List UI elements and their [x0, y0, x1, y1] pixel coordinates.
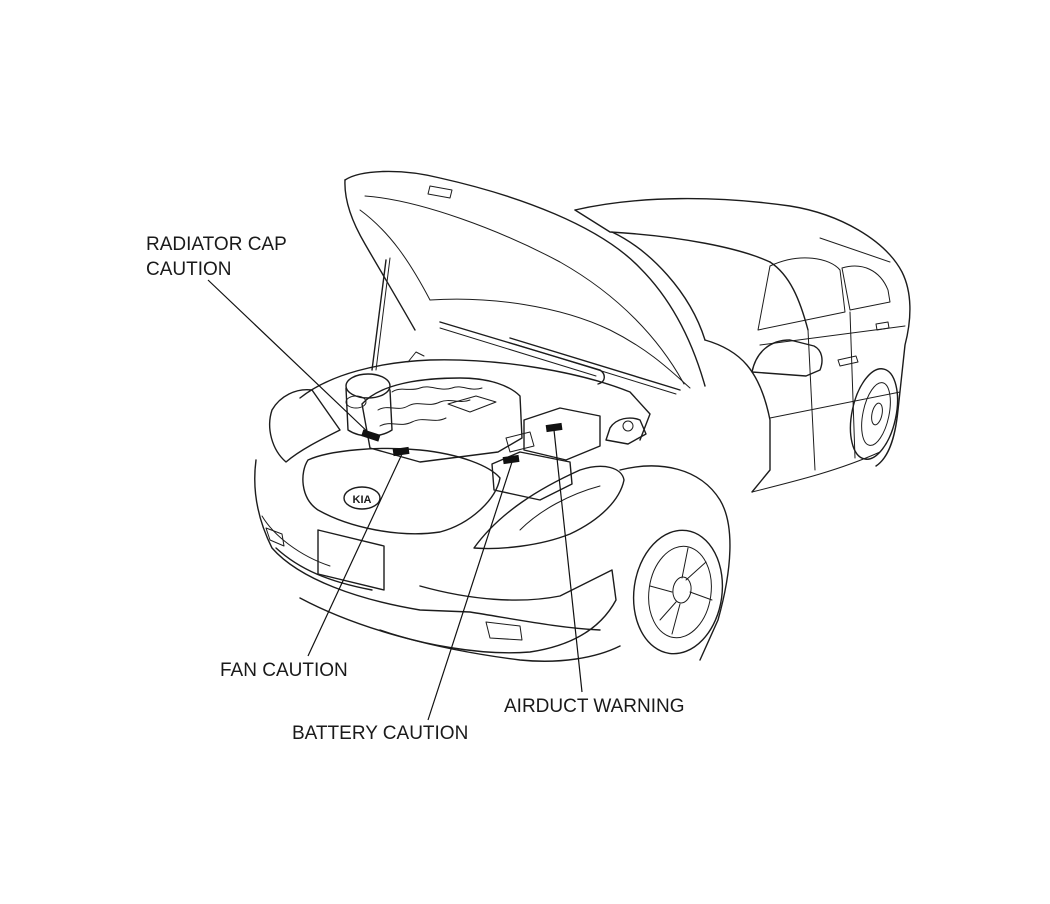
- leader-lines: [207, 279, 583, 721]
- radiator-cap-caution-line-2: CAUTION: [146, 259, 232, 280]
- car-body: KIA: [254, 170, 911, 662]
- battery-caution-callout: BATTERY CAUTION: [292, 721, 468, 746]
- fan-caution-text: FAN CAUTION: [220, 660, 348, 681]
- battery-caution-label-marker: [502, 454, 520, 465]
- battery-caution-leader: [427, 461, 513, 721]
- radiator-cap-caution-line-1: RADIATOR CAP: [146, 234, 287, 255]
- airduct-warning-text: AIRDUCT WARNING: [504, 696, 685, 717]
- kia-badge-text: KIA: [353, 494, 372, 506]
- radiator-cap-leader: [207, 279, 373, 437]
- airduct-warning-label-marker: [545, 422, 563, 433]
- radiator-cap-caution-callout: RADIATOR CAP CAUTION: [146, 232, 287, 282]
- fan-caution-label-marker: [392, 446, 410, 457]
- radiator-cap-label-marker: [361, 429, 381, 442]
- kia-badge: [343, 486, 381, 510]
- fan-caution-leader: [307, 453, 403, 657]
- airduct-warning-leader: [553, 429, 583, 693]
- caution-label-markers: [361, 422, 563, 465]
- airduct-warning-callout: AIRDUCT WARNING: [504, 694, 685, 719]
- battery-caution-text: BATTERY CAUTION: [292, 723, 469, 744]
- fan-caution-callout: FAN CAUTION: [220, 658, 348, 683]
